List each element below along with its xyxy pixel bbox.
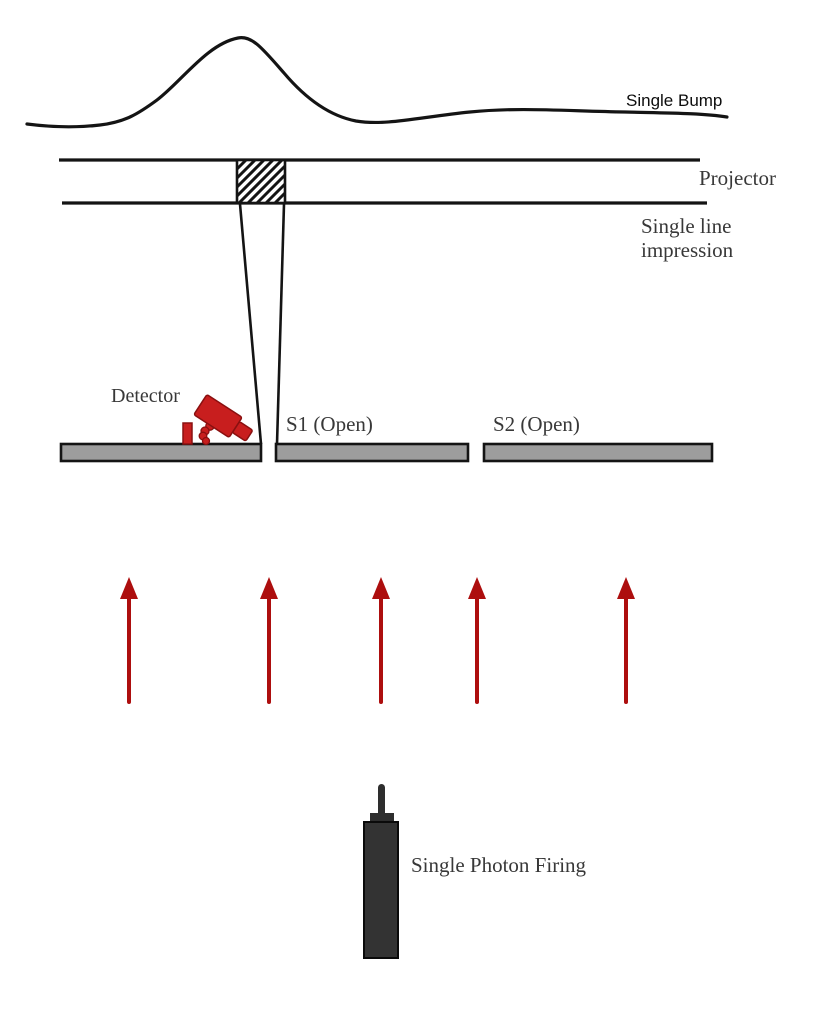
photon-arrow	[468, 577, 486, 704]
detector-body	[193, 394, 243, 438]
beam-line-left	[238, 203, 263, 445]
single-photon-firing-label: Single Photon Firing	[411, 853, 587, 877]
photon-arrows	[120, 577, 635, 704]
photon-arrow	[260, 577, 278, 704]
barrier-segment-middle	[274, 442, 470, 463]
emitter-cap	[370, 813, 394, 823]
single-bump-label: Single Bump	[626, 91, 723, 110]
barrier-segment-right	[482, 442, 714, 463]
detector-camera-icon	[182, 394, 253, 446]
barrier-segment-left	[59, 442, 263, 463]
slit-s1-label: S1 (Open)	[286, 412, 373, 436]
beam-line-right	[275, 203, 286, 445]
single-bump-curve	[25, 36, 729, 129]
detector-mount-base	[182, 422, 193, 445]
photon-arrow	[372, 577, 390, 704]
projector-label: Projector	[699, 166, 776, 190]
photon-arrow	[120, 577, 138, 704]
photon-emitter-icon	[363, 784, 399, 959]
emitter-needle	[378, 784, 385, 818]
emitter-body	[363, 821, 399, 959]
detector-label: Detector	[111, 385, 180, 407]
barrier	[59, 442, 714, 463]
slit-s2-label: S2 (Open)	[493, 412, 580, 436]
photon-arrow	[617, 577, 635, 704]
single-line-impression-box	[235, 158, 287, 205]
single-line-impression-label: Single line impression	[641, 214, 734, 262]
